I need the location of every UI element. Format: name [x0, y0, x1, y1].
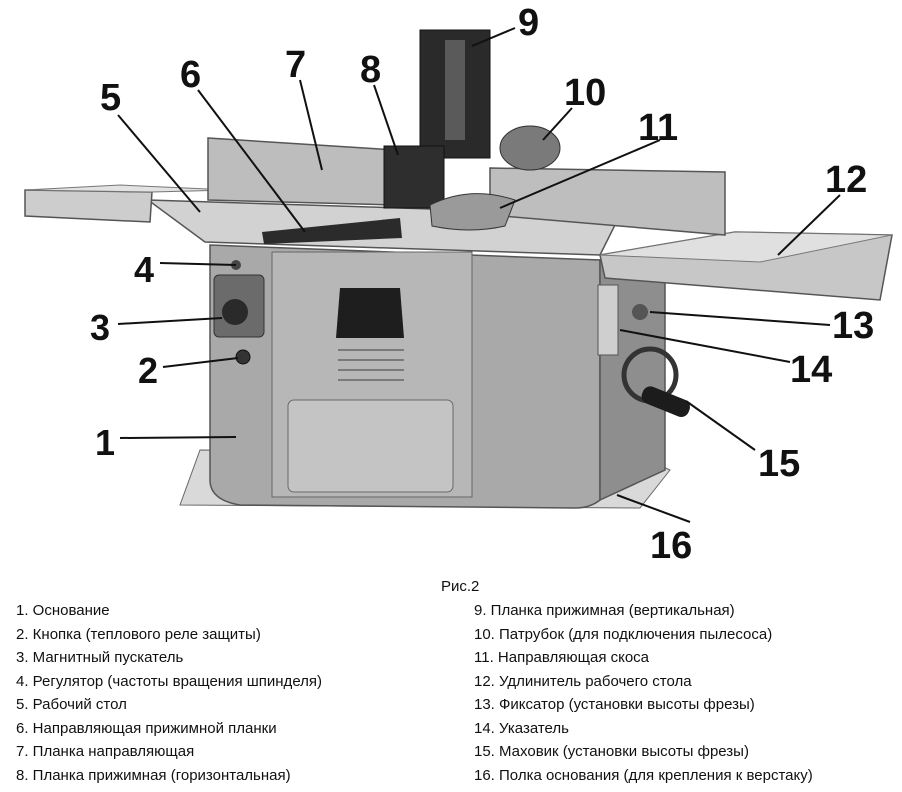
- handwheel-handle: [641, 386, 690, 418]
- callout-7: 7: [285, 44, 306, 86]
- callout-15: 15: [758, 443, 800, 485]
- legend-item: 7. Планка направляющая: [16, 743, 195, 760]
- callout-12: 12: [825, 159, 867, 201]
- legend-item: 16. Полка основания (для крепления к вер…: [474, 766, 813, 784]
- horizontal-hold-down: [262, 218, 402, 244]
- legend-item: 15. Маховик (установки высоты фрезы): [474, 743, 749, 760]
- legend-item: 12. Удлинитель рабочего стола: [474, 672, 692, 690]
- callout-3: 3: [90, 307, 110, 348]
- legend-item: 10. Патрубок (для подключения пылесоса): [474, 625, 773, 643]
- overload-button: [235, 349, 251, 365]
- legend-item: 5. Рабочий стол: [16, 696, 127, 713]
- lower-door-panel: [287, 399, 454, 493]
- callout-14: 14: [790, 349, 832, 391]
- callout-2: 2: [138, 350, 158, 391]
- height-scale: [597, 284, 619, 356]
- callout-13: 13: [832, 305, 874, 347]
- vertical-hold-down-slot: [445, 40, 465, 140]
- fence-left: [207, 137, 396, 206]
- legend-item: 13. Фиксатор (установки высоты фрезы): [474, 696, 755, 713]
- legend-item: 6. Направляющая прижимной планки: [16, 719, 277, 737]
- legend-item: 2. Кнопка (теплового реле защиты): [16, 625, 261, 643]
- callout-10: 10: [564, 72, 606, 114]
- callout-16: 16: [650, 525, 692, 567]
- legend-left-column: 1. Основание 2. Кнопка (теплового реле з…: [16, 599, 322, 787]
- figure-caption: Рис.2: [441, 578, 480, 595]
- callout-11: 11: [638, 107, 678, 149]
- legend-item: 14. Указатель: [474, 719, 569, 737]
- legend-item: 11. Направляющая скоса: [474, 649, 650, 666]
- callout-5: 5: [100, 77, 121, 119]
- table-extension-right-top: [599, 231, 893, 263]
- press-block: [383, 145, 445, 209]
- legend-right-column: 9. Планка прижимная (вертикальная) 10. П…: [474, 599, 813, 787]
- vent-window: [336, 288, 404, 338]
- legend-item: 3. Магнитный пускатель: [16, 649, 184, 666]
- callout-4: 4: [134, 249, 154, 290]
- leader-lines: [117, 27, 841, 523]
- legend-item: 9. Планка прижимная (вертикальная): [474, 602, 735, 619]
- machine-illustration: 1 2 3 4 5 6 7 8 9 10 11 12 13 14 15 16: [24, 2, 893, 567]
- callout-6: 6: [180, 54, 201, 96]
- callout-9: 9: [518, 2, 539, 44]
- vent-ribs: [338, 349, 404, 381]
- legend-item: 8. Планка прижимная (горизонтальная): [16, 766, 291, 784]
- callout-1: 1: [95, 422, 115, 463]
- bevel-guide: [429, 193, 516, 231]
- legend-item: 1. Основание: [16, 602, 110, 619]
- legend-item: 4. Регулятор (частоты вращения шпинделя): [16, 672, 323, 690]
- height-lock-knob: [632, 304, 648, 320]
- callout-8: 8: [360, 49, 381, 91]
- table-extension-left-top: [24, 184, 231, 193]
- starter-button: [222, 299, 248, 325]
- table-extension-left: [24, 189, 153, 223]
